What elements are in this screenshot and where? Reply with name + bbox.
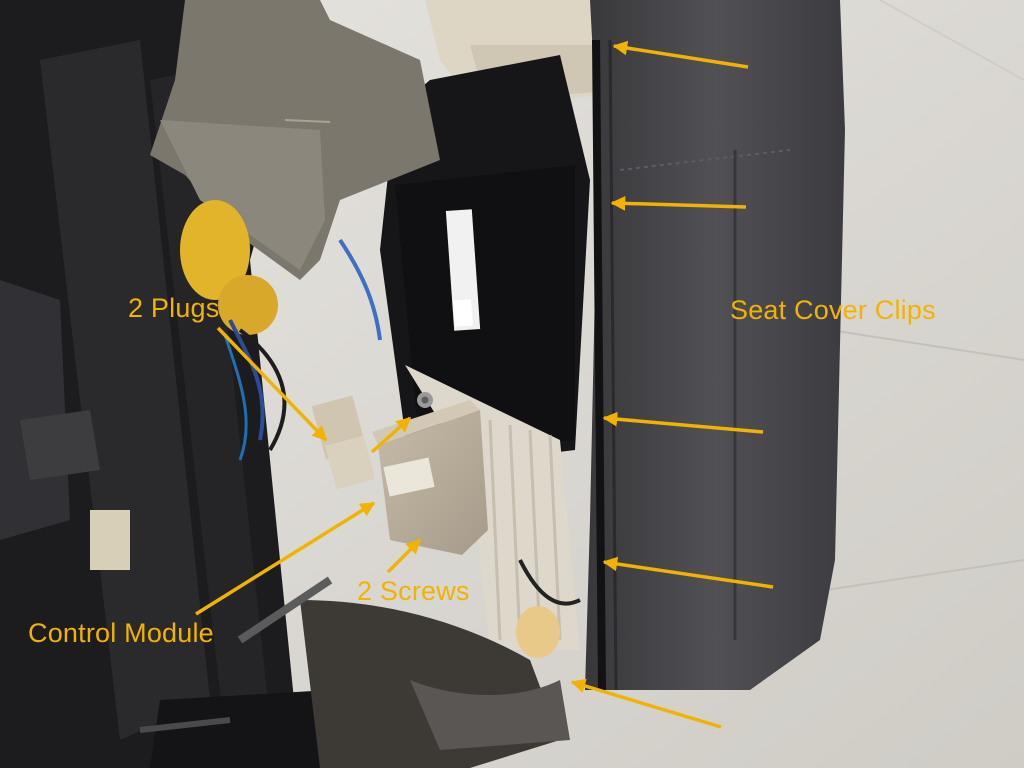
control-module-label: Control Module [28,618,214,648]
plugs-label: 2 Plugs [128,293,220,323]
component-arrows [195,326,422,616]
plugs [311,395,376,490]
seat-cover-clips-label: Seat Cover Clips [730,295,936,325]
control-module-arrow [195,501,376,616]
clip-arrow-3 [602,411,764,434]
lower-bracket [237,576,570,768]
control-module-box [372,392,488,555]
clip-arrow-5 [570,678,722,729]
wiring [180,200,581,606]
clip-arrow-4 [602,556,774,589]
screw-arrow-1 [370,416,412,454]
seat-cover-clip-arrows [570,40,774,729]
screws-label: 2 Screws [357,576,470,606]
clip-arrow-1 [612,40,749,69]
clip-arrow-2 [610,196,747,211]
screw-arrow-2 [386,538,422,574]
seat-cushion [585,0,845,691]
plugs-arrow [216,326,328,442]
ribbed-housing [405,365,580,658]
